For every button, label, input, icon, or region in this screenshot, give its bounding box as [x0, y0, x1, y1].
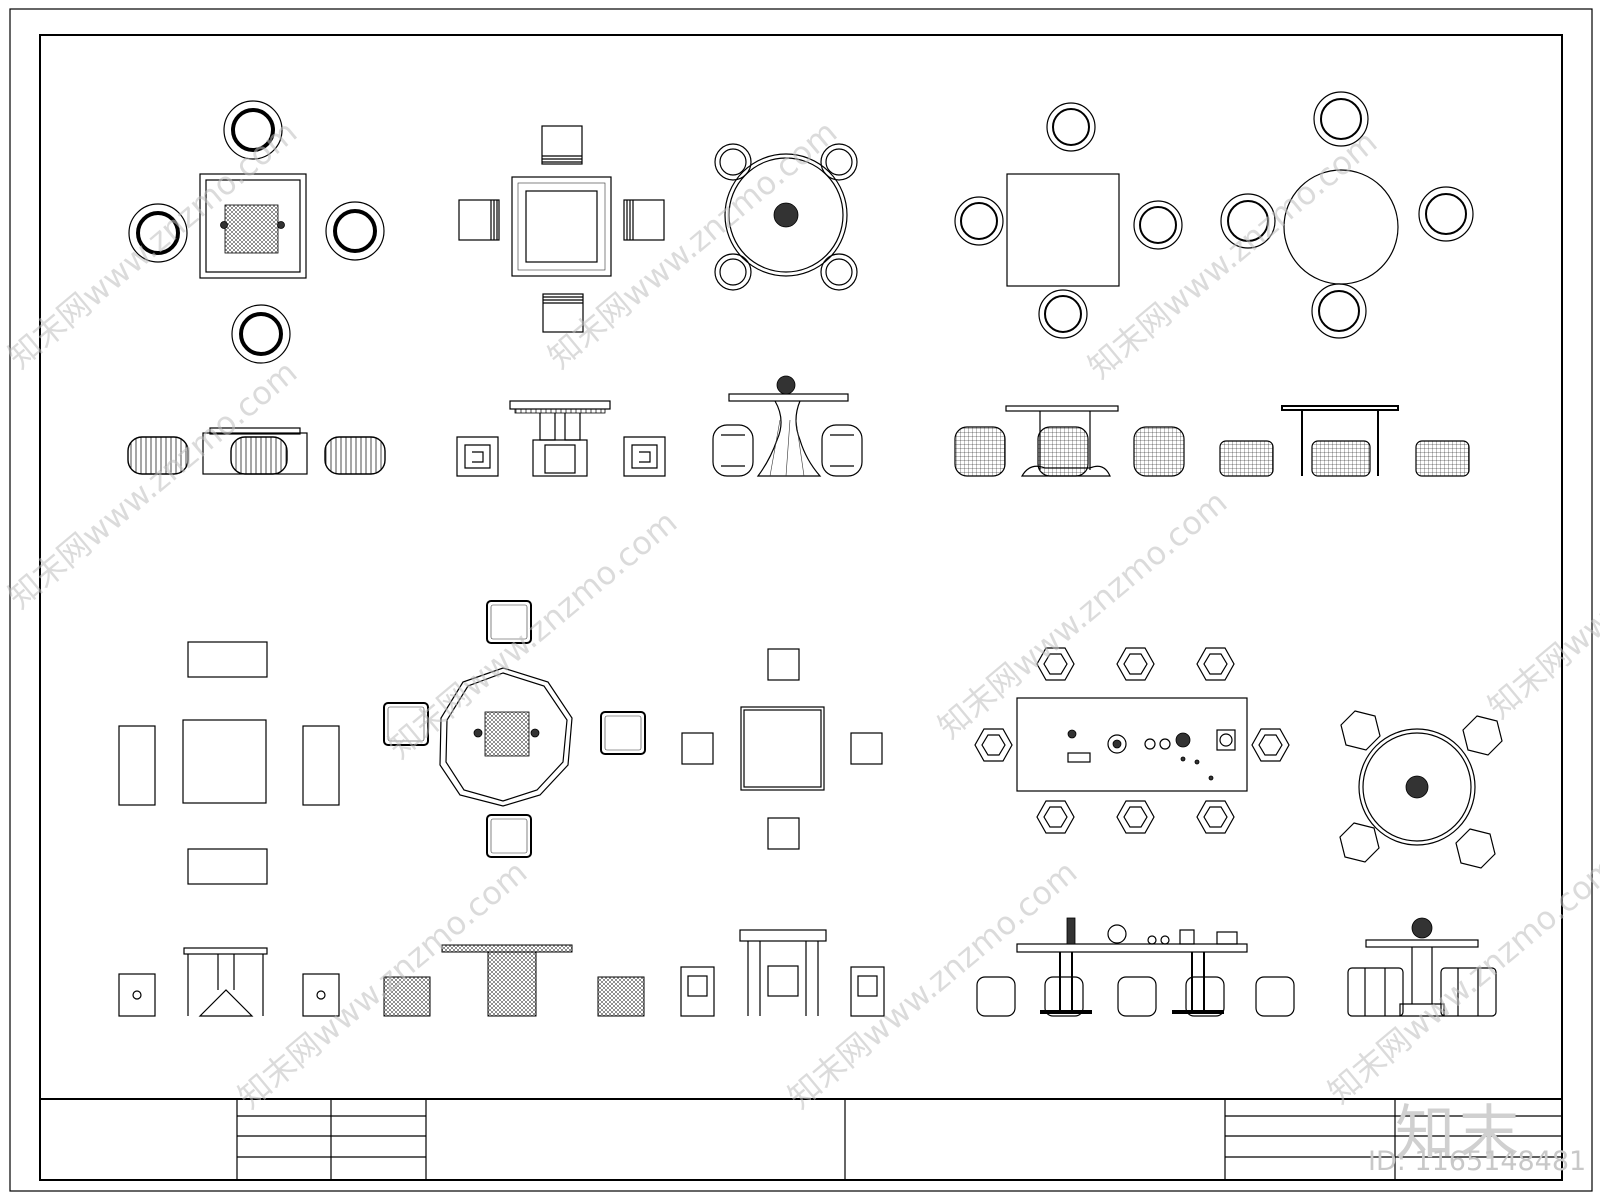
watermark-text: 知末网www.znzmo.com — [1081, 123, 1385, 386]
elevation-drum-stools-set1 — [127, 427, 386, 475]
elevation-pedestal-table-set3 — [712, 375, 863, 477]
watermark-text: 知末网www.znzmo.com — [1321, 848, 1600, 1111]
watermark-text: 知末网www.znzmo.com — [381, 503, 685, 766]
plan-round-table-hex-stools — [1339, 710, 1503, 869]
watermark-layer: 知末网www.znzmo.com 知末网www.znzmo.com 知末网www… — [1, 113, 1600, 1116]
plan-large-round-table-round-stools — [1220, 91, 1474, 339]
plan-plain-square-table-round-stools — [954, 102, 1183, 339]
elevation-square-pedestal-table — [680, 929, 885, 1017]
elevation-square-table-set4 — [954, 405, 1185, 477]
watermark-text: 知末网www.znzmo.com — [931, 483, 1235, 746]
plan-square-table-round-stools — [128, 100, 385, 364]
elevation-tea-table-set — [976, 917, 1295, 1017]
plan-polygon-table-stone-stools — [383, 600, 646, 858]
elevation-round-table-set5 — [1219, 405, 1470, 477]
elevation-square-table-bench-seats — [118, 947, 340, 1017]
watermark-text: 知末网www.znzmo.com — [1481, 463, 1600, 726]
elevation-stone-table-stools — [383, 944, 645, 1017]
sheet-outer-border — [9, 8, 1593, 1192]
watermark-text: 知末网www.znzmo.com — [1, 353, 305, 616]
plan-tea-table-hex-stools — [974, 647, 1290, 834]
elevation-fretwork-table-set2 — [456, 400, 666, 477]
watermark-text: 知末网www.znzmo.com — [781, 853, 1085, 1116]
drawing-frame — [39, 34, 1563, 1181]
id-watermark: ID: 1165148481 — [1368, 1146, 1587, 1177]
title-block — [40, 1098, 1562, 1180]
plan-square-table-square-stools — [681, 648, 883, 850]
plan-fretwork-table-square-stools — [458, 125, 665, 333]
plan-round-table-ring-stools — [714, 143, 858, 291]
watermark-text: 知末网www.znzmo.com — [541, 113, 845, 376]
plan-square-table-bench-seats — [118, 641, 340, 885]
elevation-round-table-hex-stools — [1347, 917, 1497, 1017]
brand-watermark: 知末 — [1395, 1099, 1523, 1169]
